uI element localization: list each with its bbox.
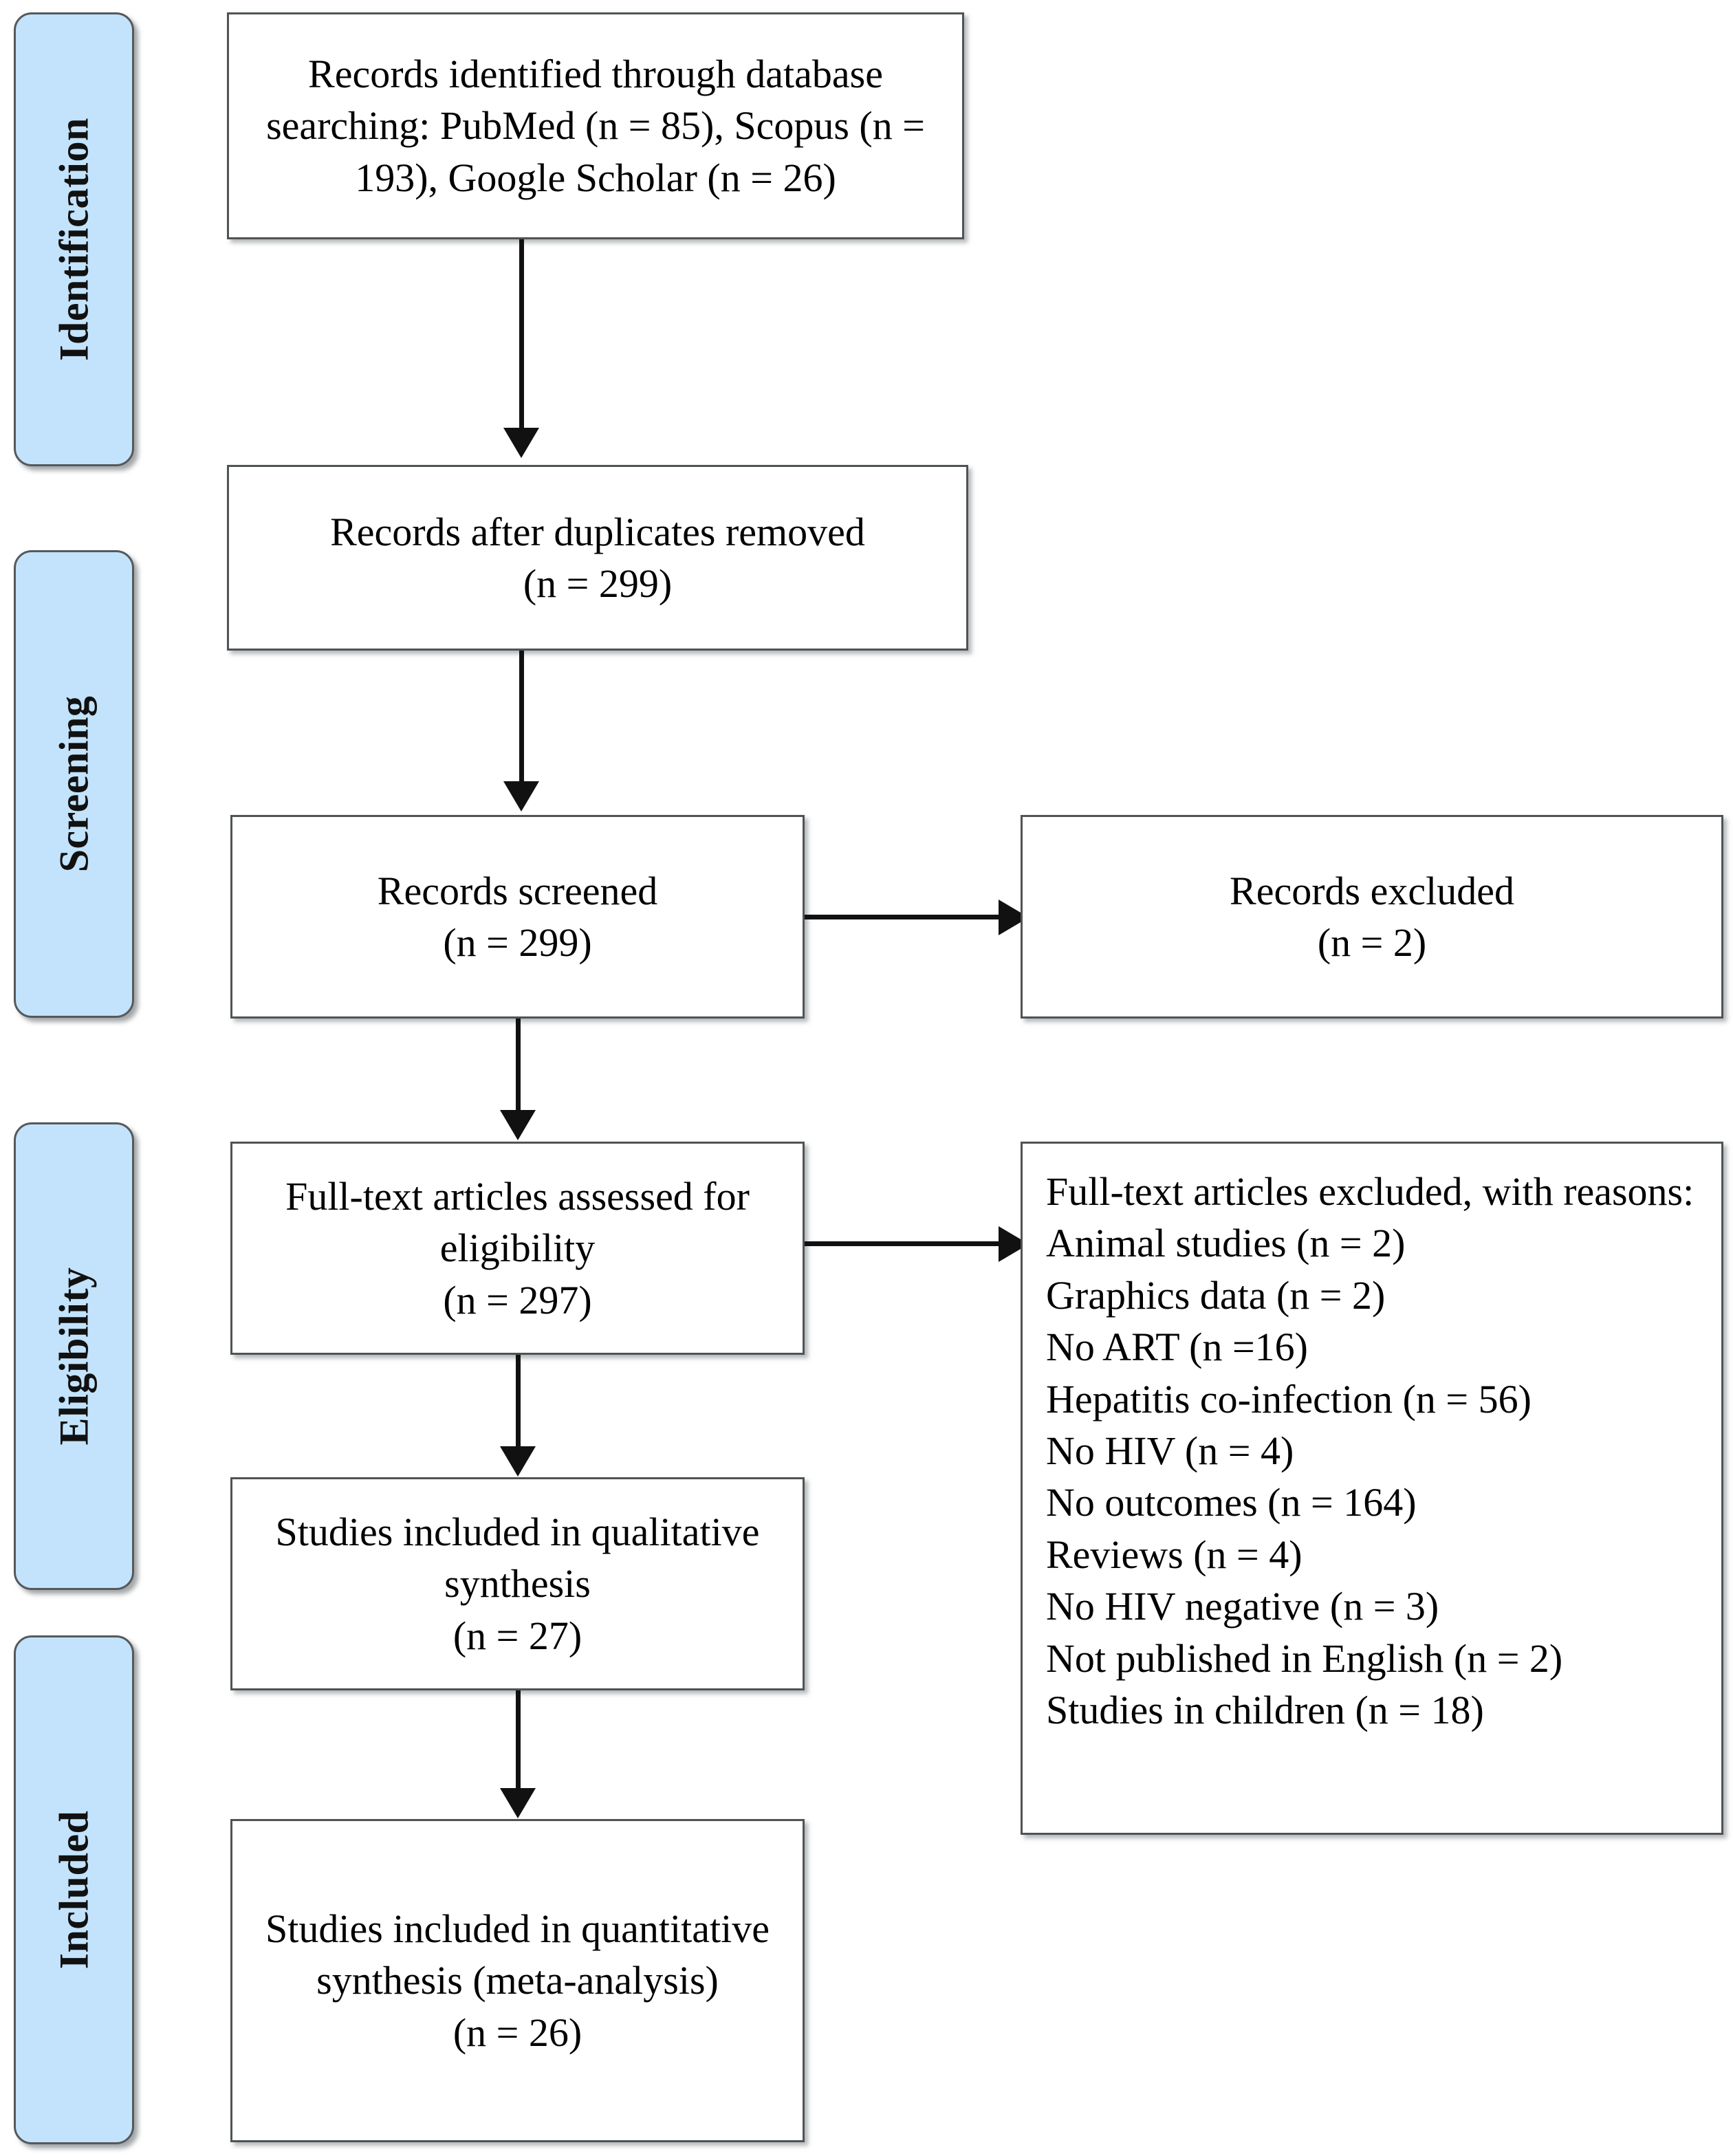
arrow-duplicates-to-screened (503, 781, 539, 812)
box-fulltext-assessed-text: Full-text articles assessed for eligibil… (285, 1173, 750, 1322)
stage-tab-included[interactable]: Included (14, 1635, 134, 2144)
box-records-identified-text: Records identified through database sear… (266, 51, 925, 200)
box-records-screened-text: Records screened (n = 299) (377, 868, 658, 965)
stage-tab-eligibility[interactable]: Eligibility (14, 1122, 134, 1590)
box-records-after-duplicates-text: Records after duplicates removed (n = 29… (330, 509, 865, 606)
connector-fulltext-to-qualitative (516, 1355, 521, 1451)
stage-label-eligibility: Eligibility (51, 1267, 96, 1446)
connector-screened-to-fulltext (516, 1019, 521, 1115)
connector-identified-to-duplicates (519, 239, 524, 432)
box-quantitative-synthesis: Studies included in quantitative synthes… (230, 1819, 805, 2142)
arrow-identified-to-duplicates (503, 428, 539, 458)
box-fulltext-excluded-text: Full-text articles excluded, with reason… (1046, 1169, 1694, 1732)
connector-duplicates-to-screened (519, 651, 524, 785)
box-qualitative-synthesis: Studies included in qualitative synthesi… (230, 1477, 805, 1690)
connector-fulltext-to-excluded (805, 1241, 1011, 1246)
stage-tab-screening[interactable]: Screening (14, 550, 134, 1018)
arrow-qualitative-to-quantitative (500, 1788, 536, 1818)
stage-tab-identification[interactable]: Identification (14, 12, 134, 466)
stage-label-included: Included (51, 1810, 96, 1970)
connector-screened-to-excluded (805, 915, 1011, 919)
stage-label-identification: Identification (51, 118, 96, 361)
box-quantitative-synthesis-text: Studies included in quantitative synthes… (265, 1906, 770, 2055)
box-records-screened: Records screened (n = 299) (230, 815, 805, 1019)
box-fulltext-assessed: Full-text articles assessed for eligibil… (230, 1142, 805, 1355)
connector-qualitative-to-quantitative (516, 1690, 521, 1794)
box-records-excluded: Records excluded (n = 2) (1021, 815, 1723, 1019)
box-records-excluded-text: Records excluded (n = 2) (1230, 868, 1514, 965)
arrow-screened-to-fulltext (500, 1110, 536, 1140)
box-qualitative-synthesis-text: Studies included in qualitative synthesi… (275, 1509, 760, 1658)
box-fulltext-excluded: Full-text articles excluded, with reason… (1021, 1142, 1723, 1835)
arrow-fulltext-to-qualitative (500, 1446, 536, 1477)
box-records-identified: Records identified through database sear… (227, 12, 964, 239)
box-records-after-duplicates: Records after duplicates removed (n = 29… (227, 465, 968, 651)
stage-label-screening: Screening (51, 695, 96, 873)
